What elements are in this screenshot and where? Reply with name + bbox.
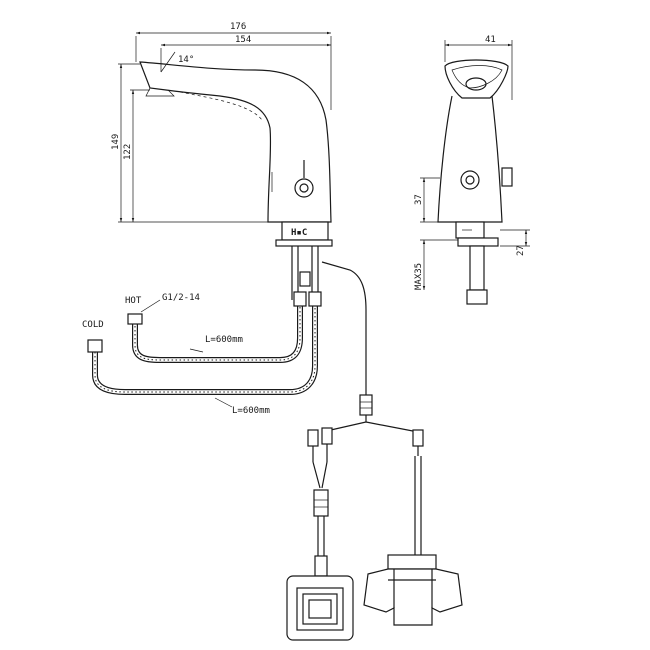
dim-max35: MAX35	[414, 263, 424, 290]
dim-176: 176	[230, 22, 246, 32]
hoses: HOT G1/2-14 COLD L=600mm L=600mm	[82, 291, 322, 416]
hose-hot-length: L=600mm	[205, 335, 243, 345]
dim-154: 154	[235, 35, 251, 45]
dim-angle: 14°	[178, 55, 194, 65]
side-view: 176 154 14° 149 122 H▪C	[111, 22, 373, 416]
dim-41: 41	[485, 35, 496, 45]
cold-fitting	[87, 339, 103, 353]
dim-122: 122	[123, 144, 133, 160]
cable-connector	[359, 394, 373, 416]
wiring	[286, 415, 463, 641]
hc-mark: H▪C	[291, 228, 307, 238]
dim-37: 37	[414, 194, 424, 205]
solenoid-valve	[363, 568, 463, 626]
sensor-cable	[321, 261, 367, 395]
front-body	[437, 95, 503, 223]
cold-label: COLD	[82, 320, 104, 330]
front-shank-nut	[466, 289, 488, 305]
hose-cold-length: L=600mm	[232, 406, 270, 416]
transformer-plug	[313, 489, 329, 517]
faucet-body	[139, 61, 332, 223]
front-view: 41 37 MAX35 27	[414, 35, 530, 305]
thread-label: G1/2-14	[162, 293, 200, 303]
hot-label: HOT	[125, 296, 142, 306]
hot-fitting	[127, 313, 143, 325]
solenoid-head	[387, 554, 437, 570]
dim-149: 149	[111, 134, 121, 150]
front-head	[444, 59, 509, 99]
dim-27: 27	[516, 245, 526, 256]
